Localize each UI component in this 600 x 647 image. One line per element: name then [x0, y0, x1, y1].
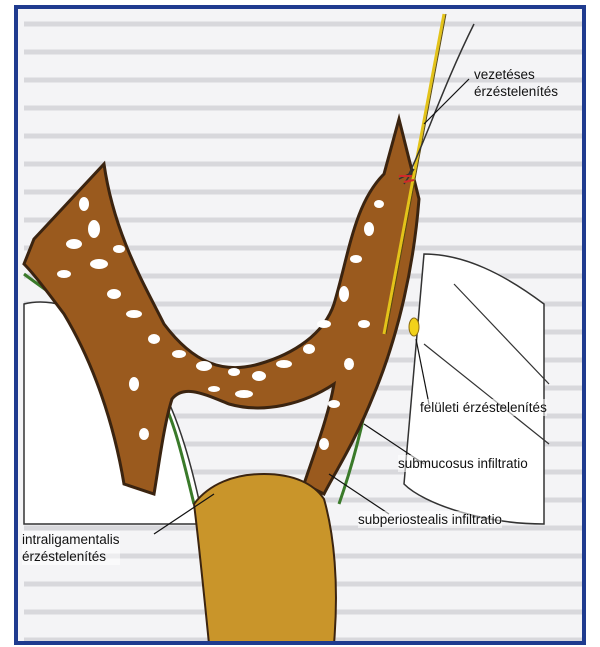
label-conduction-line1: vezetéses: [474, 66, 558, 83]
label-surface-anesthesia: felületi érzéstelenítés: [420, 399, 547, 416]
label-conduction-anesthesia: vezetéses érzéstelenítés: [474, 66, 558, 100]
label-conduction-line2: érzéstelenítés: [474, 83, 558, 100]
label-intraligamental-line1: intraligamentalis: [22, 531, 120, 548]
right-gingiva: [404, 254, 544, 524]
label-intraligamental-line2: érzéstelenítés: [22, 548, 120, 565]
tooth: [194, 474, 336, 644]
label-intraligamental-anesthesia: intraligamentalis érzéstelenítés: [22, 531, 120, 565]
figure-frame: vezetéses érzéstelenítés felületi érzést…: [14, 5, 586, 645]
submucosal-depot: [409, 318, 419, 336]
label-submucosal-infiltration: submucosus infiltratio: [398, 455, 528, 472]
label-subperiosteal-infiltration: subperiostealis infiltratio: [358, 511, 502, 528]
